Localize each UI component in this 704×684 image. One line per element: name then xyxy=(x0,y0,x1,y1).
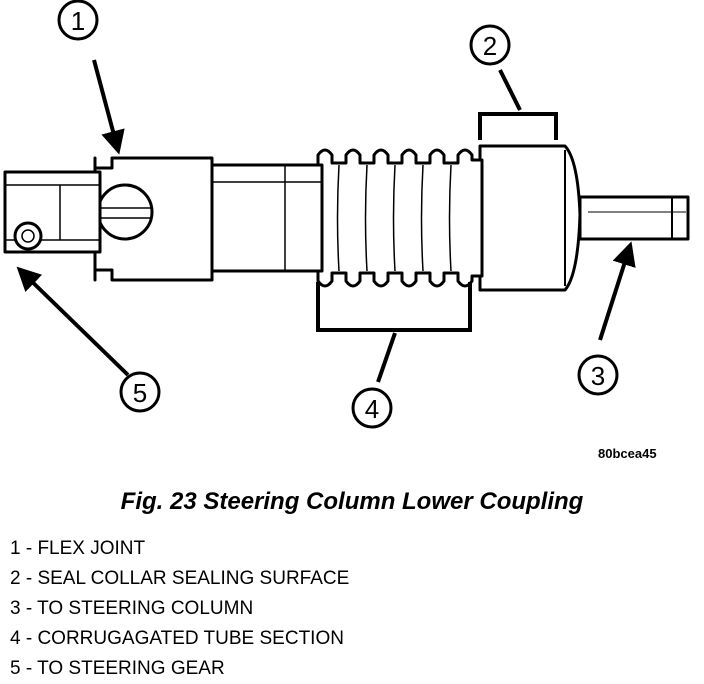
legend-item: 1 - FLEX JOINT xyxy=(10,538,146,559)
leader-line-4 xyxy=(376,332,397,383)
intermediate-shaft xyxy=(210,163,324,273)
coupling-diagram: 1 2 3 4 5 xyxy=(3,0,690,429)
leader-line-2 xyxy=(498,69,522,111)
leader-arrow-5 xyxy=(16,266,130,377)
seal-collar xyxy=(478,144,582,292)
callout-5-label: 5 xyxy=(133,378,147,408)
callout-3-circle xyxy=(577,354,619,396)
callout-1-circle xyxy=(57,0,99,41)
leader-arrow-3 xyxy=(598,241,636,341)
gear-end-yoke xyxy=(3,170,102,254)
callout-4-label: 4 xyxy=(365,394,379,424)
leader-arrow-1 xyxy=(92,59,125,155)
corrugated-tube xyxy=(316,148,484,288)
callout-3-label: 3 xyxy=(591,361,605,391)
legend-item: 3 - TO STEERING COLUMN xyxy=(10,598,254,619)
output-shaft xyxy=(578,195,690,241)
bracket-4 xyxy=(316,282,472,332)
flex-joint xyxy=(93,156,214,282)
figure-reference-code: 80bcea45 xyxy=(598,446,657,461)
bracket-2 xyxy=(478,112,558,140)
legend-item: 4 - CORRUGAGATED TUBE SECTION xyxy=(10,628,344,649)
figure-caption: Fig. 23 Steering Column Lower Coupling xyxy=(120,488,584,515)
legend-item: 5 - TO STEERING GEAR xyxy=(10,658,225,679)
callout-5-circle xyxy=(119,371,161,413)
legend-item: 2 - SEAL COLLAR SEALING SURFACE xyxy=(10,568,350,589)
callout-4-circle xyxy=(351,387,393,429)
legend: 1 - FLEX JOINT 2 - SEAL COLLAR SEALING S… xyxy=(10,534,349,684)
callout-2-label: 2 xyxy=(483,31,497,61)
callout-1-label: 1 xyxy=(71,6,85,36)
callout-2-circle xyxy=(469,24,511,66)
